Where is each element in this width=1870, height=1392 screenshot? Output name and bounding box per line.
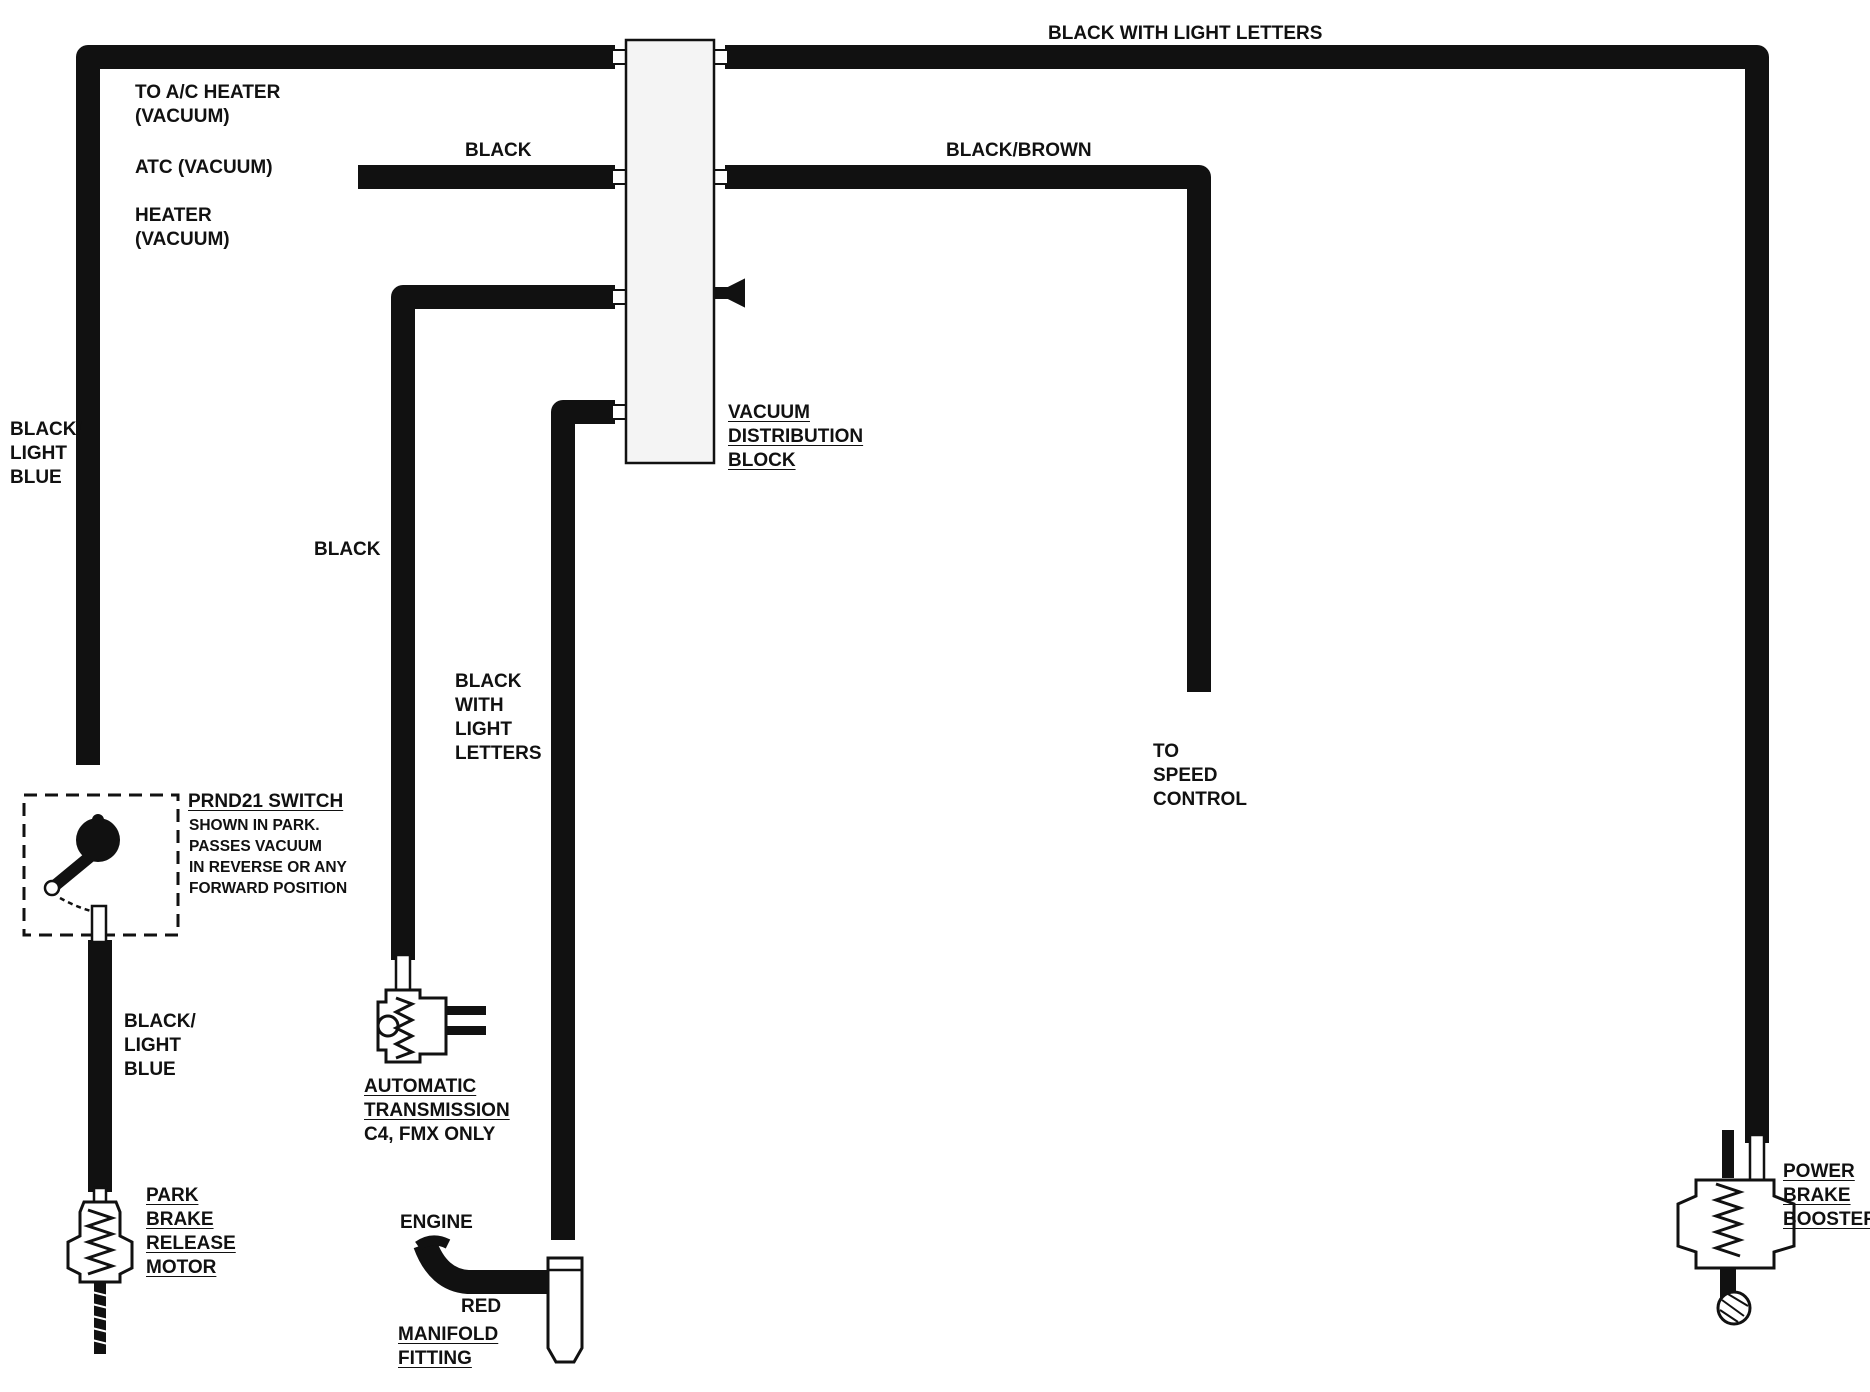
hose-black-light-blue-upper [76,45,615,765]
label-trans-hose-color: BLACK [314,539,381,560]
automatic-transmission-modulator-icon [376,953,486,1064]
label-speed-hose-color: BLACK/BROWN [946,140,1092,161]
power-brake-booster-icon [1676,1130,1796,1326]
transmission-prong-bottom [446,1026,486,1035]
port-ac-heater-left [611,49,627,65]
booster-spring [1711,1182,1745,1258]
port-trans-left [611,289,627,305]
port-atc-left [611,169,627,185]
label-prnd21-switch: PRND21 SWITCH [188,791,344,812]
prnd21-outlet-port [90,904,108,944]
port-speed-right [713,169,729,185]
hose-black-with-light-letters-top [725,45,1769,1143]
prnd21-contact-arc [59,896,96,914]
hose-black-brown-speed [725,165,1211,692]
distribution-block-body [624,38,716,465]
prnd21-lever-tip [43,879,61,897]
prnd21-lever [46,814,104,894]
park-brake-body [66,1200,134,1284]
port-manifold-left [611,404,627,420]
block-check-valve-icon [713,278,745,308]
hose-black-with-light-letters-manifold [551,400,615,1240]
hose-red [413,1239,548,1294]
engine-stub [415,1235,451,1251]
transmission-spring [392,996,416,1060]
booster-push-rod [1722,1130,1734,1178]
hose-black-transmission [391,285,615,960]
manifold-fitting-body [546,1256,584,1364]
manifold-fitting-icon [415,1235,584,1364]
park-brake-spring [83,1208,117,1276]
park-brake-release-motor-icon [66,1186,134,1354]
label-red-hose: RED [461,1296,502,1317]
label-ac-heater-vacuum: TO A/C HEATER(VACUUM) [135,82,281,127]
label-atc-vacuum: ATC (VACUUM) [135,157,273,178]
label-transmission-models: C4, FMX ONLY [364,1124,496,1145]
port-top-right [713,49,729,65]
prnd21-switch-icon [22,793,180,944]
label-top-hose: BLACK WITH LIGHT LETTERS [1048,23,1323,44]
label-atc-hose-color: BLACK [465,140,532,161]
park-brake-rod-threads [91,1291,109,1345]
booster-clevis-hatch [1719,1293,1749,1323]
vacuum-distribution-block [624,38,745,465]
label-engine: ENGINE [400,1212,473,1233]
transmission-diaphragm [376,1014,400,1038]
label-heater-vacuum: HEATER(VACUUM) [135,205,230,250]
transmission-prong-top [446,1006,486,1015]
transmission-nipple [394,953,412,995]
